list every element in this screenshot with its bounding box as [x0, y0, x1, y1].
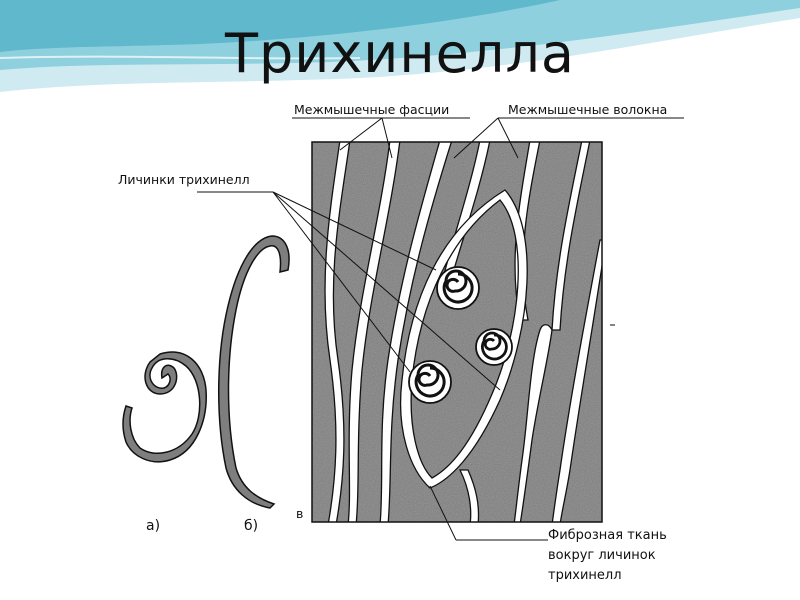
- label-trichinella-larvae: Личинки трихинелл: [118, 172, 250, 187]
- label-intermuscular-fibers: Межмышечные волокна: [508, 102, 668, 117]
- label-fibrous-tissue: Фиброзная ткань вокруг личинок трихинелл: [548, 526, 667, 586]
- trichinella-female-drawing: [122, 351, 207, 463]
- fascia-band: [513, 324, 553, 522]
- fibrous-capsule: [399, 189, 528, 489]
- fascia-band: [347, 142, 401, 522]
- fascia-band: [551, 239, 602, 522]
- fascia-band: [458, 469, 480, 522]
- label-part-b: б): [244, 518, 259, 534]
- label-intermuscular-fascia: Межмышечные фасции: [294, 102, 450, 117]
- slide-title: Трихинелла: [224, 22, 576, 85]
- fascia-band: [379, 142, 453, 522]
- label-part-c: в: [296, 506, 304, 521]
- larva-coil: [475, 328, 513, 366]
- label-fibrous-line-1: Фиброзная ткань: [548, 528, 667, 543]
- leader-lines: [197, 117, 684, 541]
- header-wave-decoration: [0, 0, 800, 92]
- label-part-a: а): [146, 518, 161, 534]
- trichinella-male-drawing: [217, 235, 290, 509]
- fascia-band: [324, 142, 351, 522]
- label-fibrous-line-3: трихинелл: [548, 568, 622, 583]
- fascia-band: [551, 142, 591, 331]
- label-fibrous-line-2: вокруг личинок: [548, 548, 656, 563]
- larva-coil: [408, 360, 452, 404]
- larva-coil: [436, 266, 480, 310]
- muscle-section-diagram: [311, 141, 603, 523]
